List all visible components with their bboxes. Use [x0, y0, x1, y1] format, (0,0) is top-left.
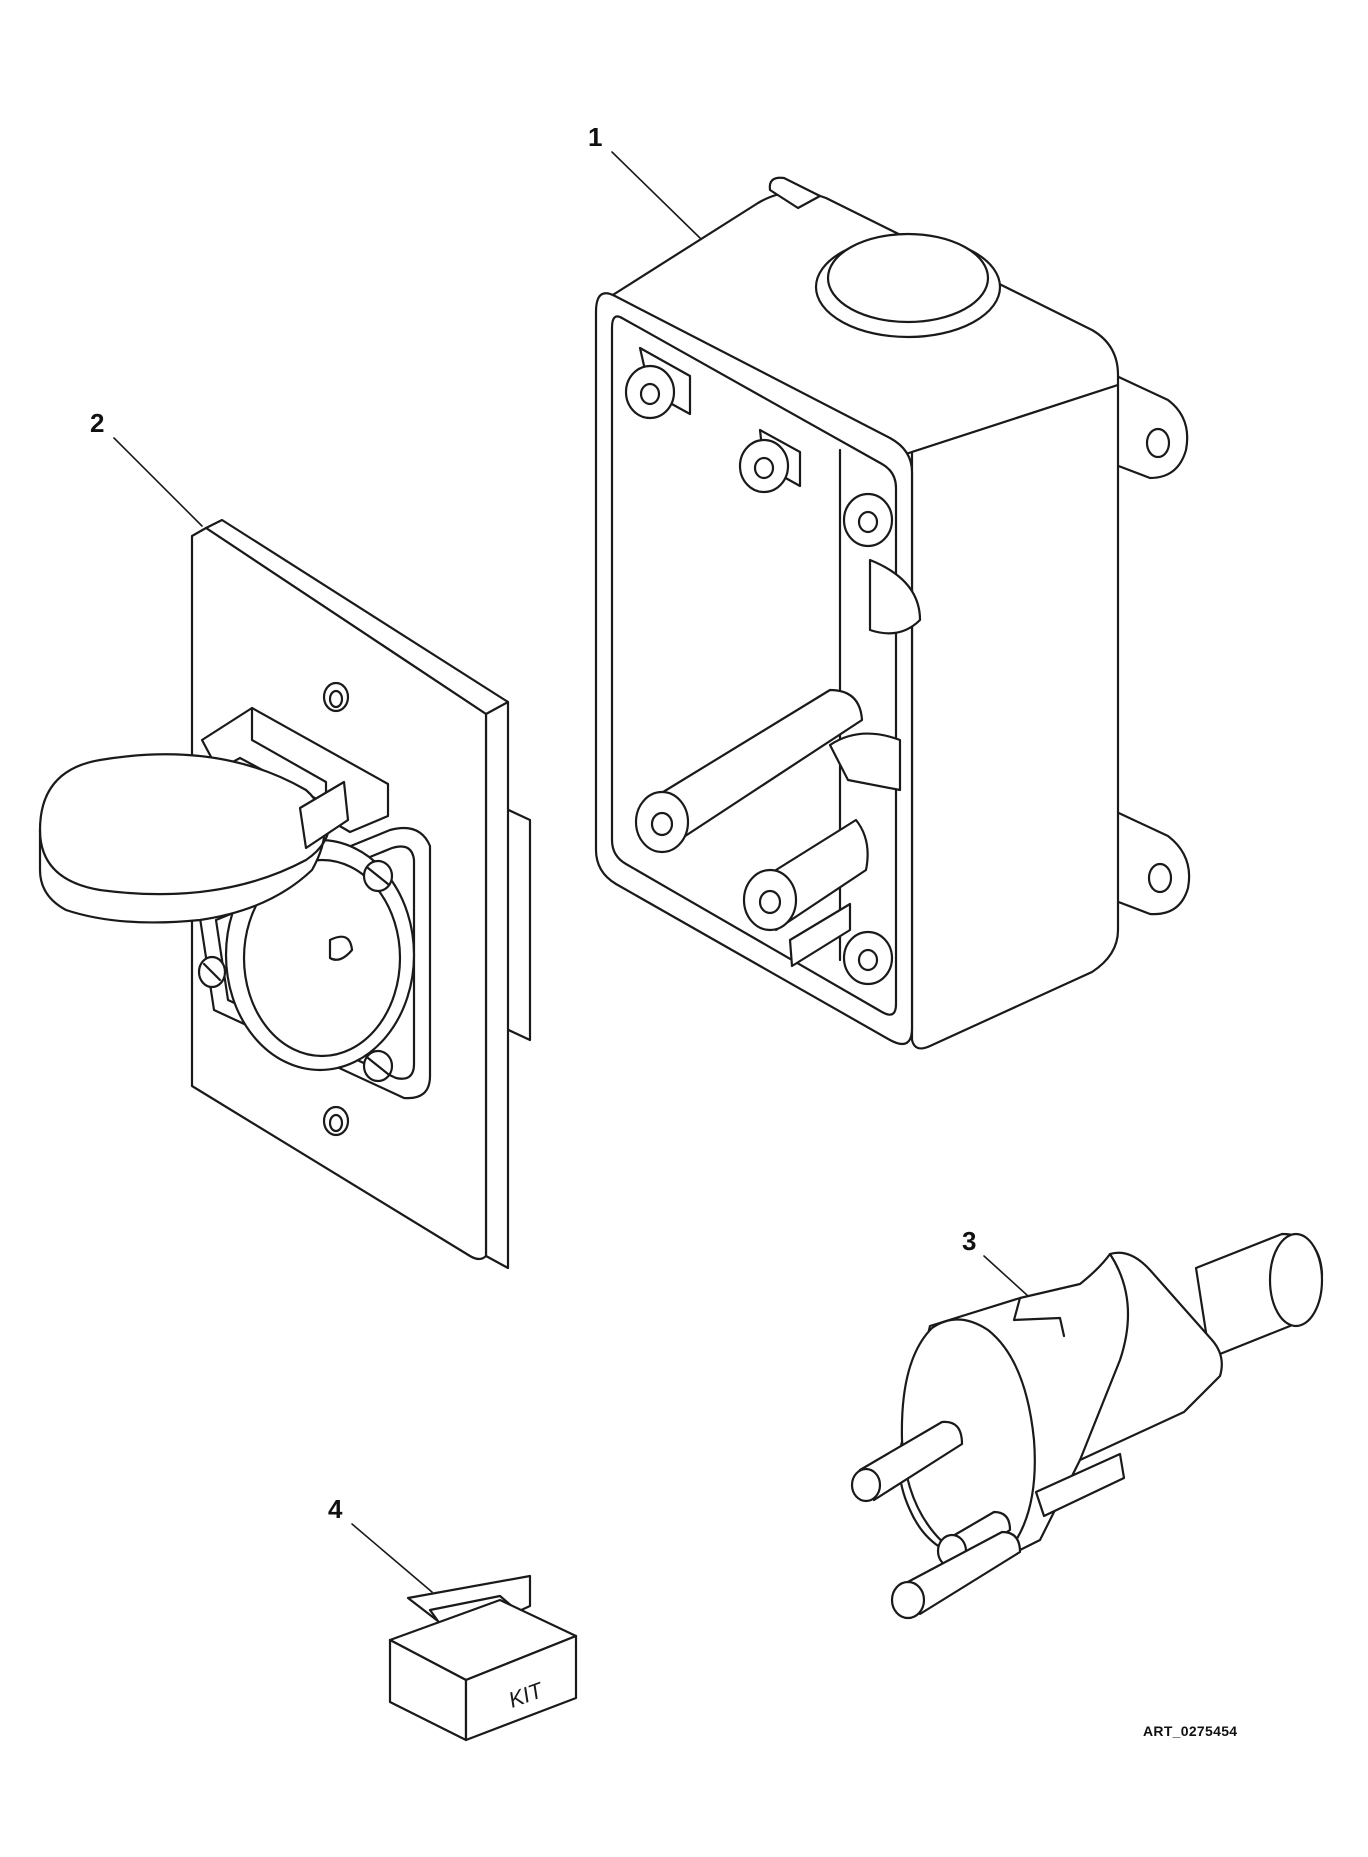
plug-cable-end: [1268, 1232, 1324, 1328]
receptacle-slot: [328, 935, 354, 961]
leader-line-1: [611, 151, 701, 239]
kit-box-right-face: [464, 1634, 578, 1742]
boss-backside-curve: [868, 558, 922, 635]
mounting-ear-hole-top: [1145, 427, 1171, 459]
callout-4: 4: [328, 1494, 343, 1524]
receptacle-socket: [242, 858, 402, 1058]
box-side-face: [910, 383, 1120, 1050]
kit-box-part-4: KIT: [388, 1574, 578, 1742]
post-foot-center: [788, 902, 852, 968]
long-post-lower-left: [648, 688, 864, 848]
knockout-inner: [826, 232, 990, 324]
plug-side-clip: [1034, 1452, 1126, 1518]
plug-pin-upper-tip: [850, 1467, 882, 1503]
cover-plate-part-2: [38, 518, 532, 1270]
mounting-ear-bottom: [1106, 806, 1191, 916]
electrical-box-part-1: [594, 176, 1191, 1050]
plug-body-contour: [1078, 1252, 1130, 1462]
box-top-post-left: [768, 176, 822, 210]
callout-2: 2: [90, 408, 105, 438]
mounting-ear-hole-bottom: [1147, 862, 1173, 894]
mounting-ear-top: [1106, 370, 1189, 480]
plug-pin-lower: [902, 1530, 1022, 1616]
boss-backside-lower: [828, 732, 902, 792]
callout-3: 3: [962, 1226, 977, 1256]
leader-line-4: [351, 1523, 433, 1593]
art-reference-id: ART_0275454: [1143, 1723, 1238, 1739]
receptacle-lid-edge: [38, 818, 332, 896]
receptacle-flange-inner: [214, 845, 416, 1080]
plate-side-edge: [484, 688, 510, 1270]
inner-bosses: [624, 346, 922, 986]
plug-part-3: [850, 1232, 1324, 1620]
plug-pin-lower-tip: [890, 1580, 926, 1620]
lid-hinge-tab: [298, 780, 350, 850]
plug-pin-upper: [858, 1420, 964, 1502]
leader-line-2: [113, 437, 203, 527]
callout-1: 1: [588, 122, 603, 152]
